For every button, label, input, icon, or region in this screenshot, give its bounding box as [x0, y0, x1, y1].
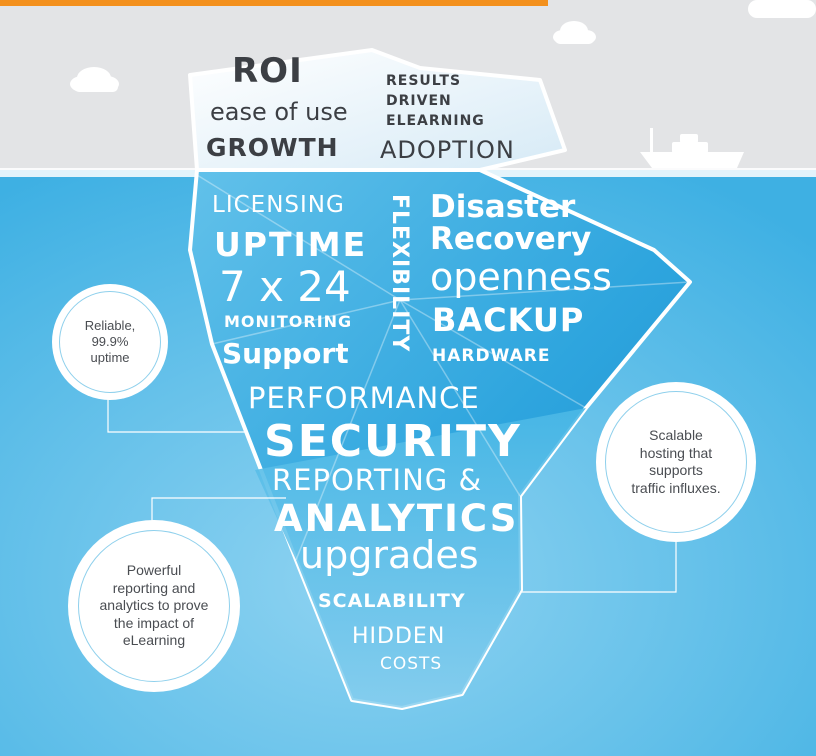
word-costs: COSTS: [380, 654, 443, 674]
word-growth: GROWTH: [206, 133, 339, 162]
callout-reporting-line: the impact of: [113, 614, 195, 631]
callout-reporting-line: eLearning: [122, 632, 186, 649]
callout-uptime-line: uptime: [90, 350, 130, 366]
word-results: RESULTS: [386, 73, 462, 89]
cloud-icon: [70, 67, 119, 92]
word-elearning: ELEARNING: [386, 113, 485, 129]
callout-scalable-line: Scalable: [649, 427, 703, 443]
cloud-icon: [553, 21, 596, 44]
word-analytics: ANALYTICS: [274, 497, 519, 540]
word-upgrades: upgrades: [300, 533, 479, 577]
word-disaster: Disaster: [430, 189, 576, 225]
callout-reporting: Powerful reporting and analytics to prov…: [68, 520, 240, 692]
word-ease-of-use: ease of use: [210, 98, 348, 126]
callout-reporting-line: Powerful: [126, 562, 182, 579]
callout-scalable: Scalable hosting that supports traffic i…: [596, 382, 756, 542]
callout-scalable-line: traffic influxes.: [631, 479, 721, 496]
word-uptime: UPTIME: [214, 225, 368, 264]
callout-reporting-line: analytics to prove: [99, 597, 209, 614]
iceberg-tip: [188, 48, 567, 172]
word-security: SECURITY: [264, 416, 522, 467]
word-scalability: SCALABILITY: [318, 590, 466, 612]
callout-scalable-line: supports: [649, 462, 703, 478]
boat-icon: [640, 128, 744, 168]
word-backup: BACKUP: [432, 301, 585, 339]
word-roi: ROI: [232, 51, 303, 91]
word-monitoring: MONITORING: [224, 312, 353, 331]
callout-reporting-line: reporting and: [112, 579, 196, 596]
word-flexibility: FLEXIBILITY: [387, 194, 412, 353]
word-reporting: REPORTING &: [272, 463, 483, 497]
word-openness: openness: [430, 255, 612, 299]
word-driven: DRIVEN: [386, 93, 452, 109]
word-licensing: LICENSING: [212, 192, 345, 218]
word-adoption: ADOPTION: [380, 136, 515, 164]
cloud-icon: [748, 0, 816, 18]
callout-scalable-line: hosting that: [639, 444, 713, 461]
callout-connectors: [107, 398, 677, 593]
word-recovery: Recovery: [430, 221, 592, 257]
callout-uptime: Reliable, 99.9% uptime: [52, 284, 168, 400]
callout-uptime-line: 99.9%: [91, 333, 129, 349]
word-performance: PERFORMANCE: [248, 381, 480, 415]
word-support: Support: [222, 337, 349, 370]
word-hidden: HIDDEN: [352, 624, 446, 649]
word-hardware: HARDWARE: [432, 346, 551, 366]
accent-bar: [0, 0, 548, 6]
callout-uptime-line: Reliable,: [84, 317, 136, 333]
iceberg-lower-facet: [255, 408, 586, 708]
word-7x24: 7 x 24: [219, 262, 351, 311]
iceberg-facets: [196, 174, 691, 561]
